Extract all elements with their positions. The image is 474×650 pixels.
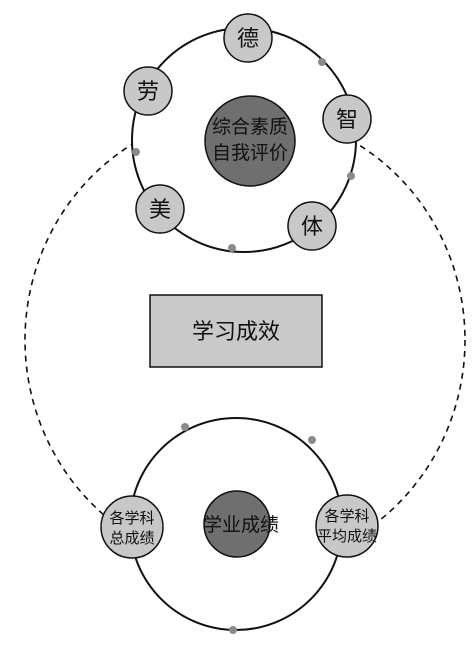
bottom-center-label: 学业成绩 <box>203 514 279 536</box>
node-mei-label: 美 <box>149 198 171 223</box>
ring-dot <box>181 423 189 431</box>
node-average-score: 各学科 平均成绩 <box>315 494 379 558</box>
node-average-score-line2: 平均成绩 <box>317 527 377 545</box>
ring-dot <box>347 172 355 180</box>
node-mei: 美 <box>135 184 185 234</box>
node-lao-label: 劳 <box>137 80 159 105</box>
ring-dot <box>132 148 140 156</box>
node-de: 德 <box>223 13 273 63</box>
ring-dot <box>228 244 236 252</box>
bottom-center-circle <box>203 490 271 558</box>
node-lao: 劳 <box>123 66 173 116</box>
node-zhi-label: 智 <box>336 108 358 133</box>
node-total-score: 各学科 总成绩 <box>100 495 164 559</box>
node-de-label: 德 <box>237 27 259 52</box>
node-zhi: 智 <box>322 94 372 144</box>
node-total-score-line1: 各学科 <box>109 509 154 527</box>
learning-outcome-label: 学习成效 <box>192 320 280 345</box>
top-center-circle <box>204 95 296 187</box>
node-average-score-line1: 各学科 <box>324 507 369 525</box>
learning-outcome-box: 学习成效 <box>149 294 323 368</box>
top-center-line1: 综合素质 <box>212 116 288 138</box>
node-ti-label: 体 <box>301 215 323 240</box>
node-total-score-line2: 总成绩 <box>109 529 154 547</box>
top-center-line2: 自我评价 <box>212 142 288 164</box>
ring-dot <box>229 626 237 634</box>
ring-dot <box>318 58 326 66</box>
node-ti: 体 <box>287 201 337 251</box>
ring-dot <box>308 436 316 444</box>
outer-dashed-ring <box>24 111 466 569</box>
